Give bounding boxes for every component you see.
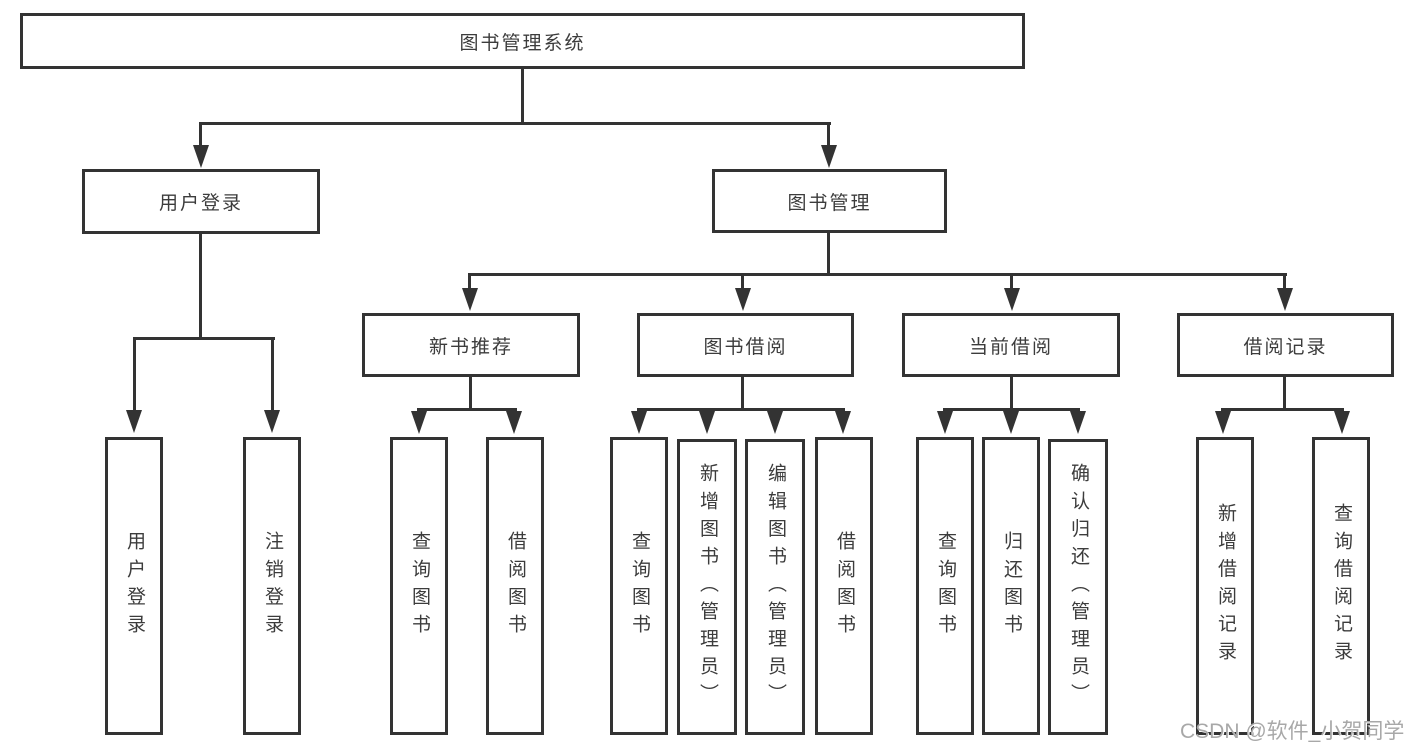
node-current-borrow: 当前借阅 (902, 313, 1120, 377)
node-root: 图书管理系统 (20, 13, 1025, 69)
connector-newbook-bar (417, 408, 517, 411)
leaf-query-borrow-record: 查询借阅记录 (1312, 437, 1370, 735)
connector-root-stem (521, 69, 524, 124)
node-user-login: 用户登录 (82, 169, 320, 234)
leaf-return-books: 归还图书 (982, 437, 1040, 735)
node-label: 新书推荐 (428, 336, 513, 358)
leaf-label: 注销登录 (261, 530, 283, 642)
connector-bookmgmt-bar (468, 273, 1287, 276)
node-label: 当前借阅 (968, 336, 1053, 358)
arrow-down-icon (699, 411, 715, 434)
connector-drop-book-mgmt (827, 124, 830, 146)
arrow-down-icon (264, 410, 280, 433)
leaf-query-books: 查询图书 (390, 437, 448, 735)
arrow-down-icon (1004, 288, 1020, 311)
node-label: 用户登录 (158, 193, 243, 214)
csdn-watermark: CSDN @软件_小贺同学 (1180, 720, 1405, 743)
leaf-label: 确认归还（管理员） (1067, 463, 1089, 711)
node-root-label: 图书管理系统 (459, 32, 586, 54)
leaf-label: 查询图书 (408, 530, 430, 642)
leaf-label: 归还图书 (1000, 530, 1022, 642)
leaf-label: 新增借阅记录 (1214, 503, 1236, 669)
arrow-down-icon (835, 411, 851, 434)
arrow-down-icon (193, 145, 209, 168)
leaf-label: 借阅图书 (504, 530, 526, 642)
leaf-confirm-return-admin: 确认归还（管理员） (1048, 439, 1108, 735)
arrow-down-icon (1003, 411, 1019, 434)
leaf-add-borrow-record: 新增借阅记录 (1196, 437, 1254, 735)
connector-borrow-stem (741, 377, 744, 408)
node-book-borrow: 图书借阅 (637, 313, 854, 377)
leaf-label: 借阅图书 (833, 530, 855, 642)
arrow-down-icon (735, 288, 751, 311)
node-new-book-recommend: 新书推荐 (362, 313, 580, 377)
leaf-label: 用户登录 (123, 530, 145, 642)
arrow-down-icon (462, 288, 478, 311)
node-label: 图书借阅 (703, 336, 788, 358)
leaf-query-books: 查询图书 (916, 437, 974, 735)
connector-newbook-stem (469, 377, 472, 408)
connector-drop-leaf (271, 340, 274, 410)
leaf-label: 新增图书（管理员） (696, 463, 718, 711)
leaf-label: 编辑图书（管理员） (764, 463, 786, 711)
arrow-down-icon (937, 411, 953, 434)
connector-records-bar (1221, 408, 1344, 411)
arrow-down-icon (126, 410, 142, 433)
connector-drop-l3 (741, 276, 744, 289)
leaf-borrow-books: 借阅图书 (815, 437, 873, 735)
arrow-down-icon (1334, 411, 1350, 434)
node-label: 图书管理 (787, 192, 872, 214)
connector-current-bar (943, 408, 1080, 411)
leaf-edit-books-admin: 编辑图书（管理员） (745, 439, 805, 735)
connector-drop-l3 (468, 276, 471, 289)
leaf-label: 查询图书 (934, 530, 956, 642)
arrow-down-icon (1215, 411, 1231, 434)
connector-bookmgmt-stem (827, 233, 830, 273)
leaf-label: 查询借阅记录 (1330, 503, 1352, 669)
connector-root-bar (199, 122, 831, 125)
connector-drop-user-login (199, 124, 202, 146)
leaf-borrow-books: 借阅图书 (486, 437, 544, 735)
arrow-down-icon (1070, 411, 1086, 434)
connector-userlogin-stem (199, 233, 202, 337)
arrow-down-icon (821, 145, 837, 168)
arrow-down-icon (411, 411, 427, 434)
leaf-add-books-admin: 新增图书（管理员） (677, 439, 737, 735)
arrow-down-icon (631, 411, 647, 434)
connector-current-stem (1010, 377, 1013, 408)
node-label: 借阅记录 (1243, 336, 1328, 358)
leaf-label: 查询图书 (628, 530, 650, 642)
connector-userlogin-bar (133, 337, 275, 340)
connector-drop-l3 (1283, 276, 1286, 289)
arrow-down-icon (767, 411, 783, 434)
leaf-query-books: 查询图书 (610, 437, 668, 735)
connector-records-stem (1283, 377, 1286, 408)
node-book-management: 图书管理 (712, 169, 947, 233)
leaf-logout: 注销登录 (243, 437, 301, 735)
connector-drop-leaf (133, 340, 136, 410)
node-borrow-records: 借阅记录 (1177, 313, 1394, 377)
arrow-down-icon (1277, 288, 1293, 311)
leaf-user-login: 用户登录 (105, 437, 163, 735)
arrow-down-icon (506, 411, 522, 434)
connector-drop-l3 (1010, 276, 1013, 289)
connector-borrow-bar (637, 408, 845, 411)
